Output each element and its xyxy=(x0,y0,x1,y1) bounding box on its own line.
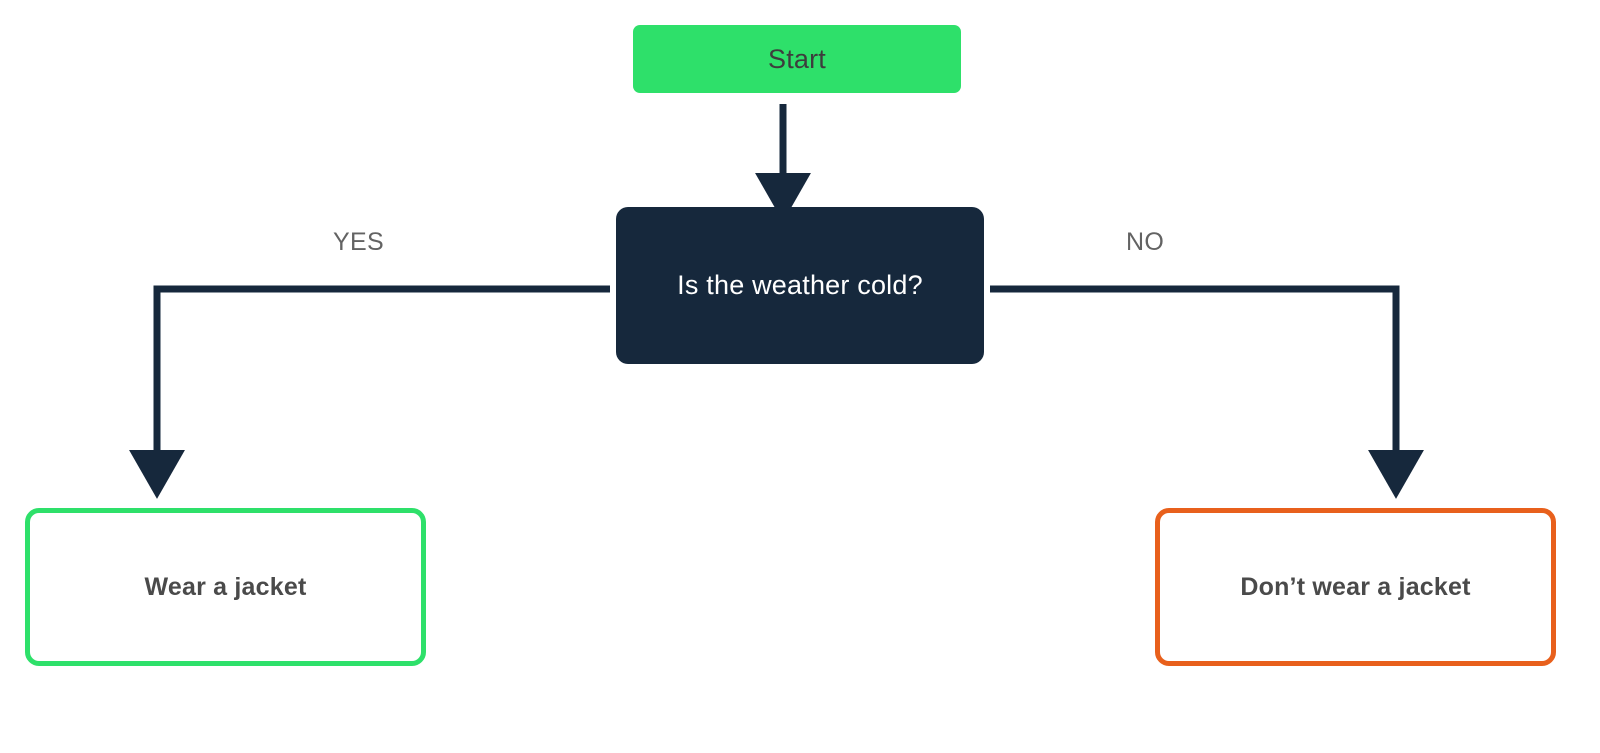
edge-label-yes: YES xyxy=(333,228,384,256)
node-start-label: Start xyxy=(767,43,827,74)
edge-label-no: NO xyxy=(1126,228,1165,256)
edge-decision-to-wear-jacket xyxy=(129,285,610,499)
node-outcome-wear-jacket-label: Wear a jacket xyxy=(144,572,307,601)
node-outcome-dont-wear-jacket-label: Don’t wear a jacket xyxy=(1240,572,1471,601)
node-outcome-wear-jacket[interactable]: Wear a jacket xyxy=(25,508,426,666)
node-outcome-dont-wear-jacket[interactable]: Don’t wear a jacket xyxy=(1155,508,1556,666)
node-start[interactable]: Start xyxy=(633,25,961,93)
edge-decision-to-dont-wear-jacket xyxy=(990,285,1424,499)
node-decision-label: Is the weather cold? xyxy=(677,270,923,300)
node-decision-is-weather-cold[interactable]: Is the weather cold? xyxy=(616,207,984,364)
